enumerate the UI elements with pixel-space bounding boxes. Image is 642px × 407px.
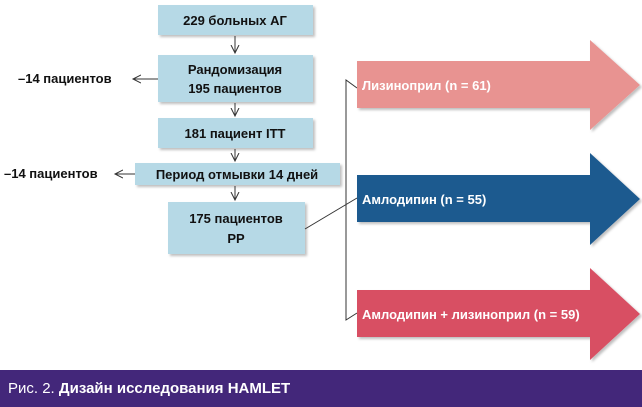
caption-title: Дизайн исследования HAMLET: [58, 380, 291, 397]
caption-prefix: Рис. 2.: [8, 380, 59, 397]
randomization-bracket: [304, 79, 358, 321]
box-washout-label: Период отмывки 14 дней: [156, 167, 318, 182]
box-patients-total-label: 229 больных АГ: [183, 13, 287, 28]
flow-diagram: 229 больных АГ Рандомизация 195 пациенто…: [4, 5, 640, 360]
box-washout: [135, 163, 340, 185]
dropout-washout: –14 пациентов: [4, 166, 98, 181]
box-pp-count: 175 пациентов: [189, 211, 283, 226]
box-pp: [168, 202, 305, 254]
arm-label-combination: Амлодипин + лизиноприл (n = 59): [362, 307, 580, 322]
arm-arrow-lisinopril: Лизиноприл (n = 61): [357, 40, 640, 130]
arm-arrow-combination: Амлодипин + лизиноприл (n = 59): [357, 268, 640, 360]
box-randomization: [158, 55, 313, 102]
figure-caption: Рис. 2. Дизайн исследования HAMLET: [0, 370, 642, 407]
box-itt: [158, 118, 313, 148]
arm-arrow-amlodipine: Амлодипин (n = 55): [357, 153, 640, 245]
box-patients-total: [158, 5, 313, 35]
flow-connectors: [115, 36, 235, 200]
box-pp-label: PP: [227, 231, 245, 246]
box-randomization-count: 195 пациентов: [188, 81, 282, 96]
box-itt-label: 181 пациент ITT: [185, 126, 286, 141]
arm-label-amlodipine: Амлодипин (n = 55): [362, 192, 486, 207]
box-randomization-title: Рандомизация: [188, 62, 282, 77]
dropout-randomization: –14 пациентов: [18, 71, 112, 86]
arm-label-lisinopril: Лизиноприл (n = 61): [362, 78, 491, 93]
